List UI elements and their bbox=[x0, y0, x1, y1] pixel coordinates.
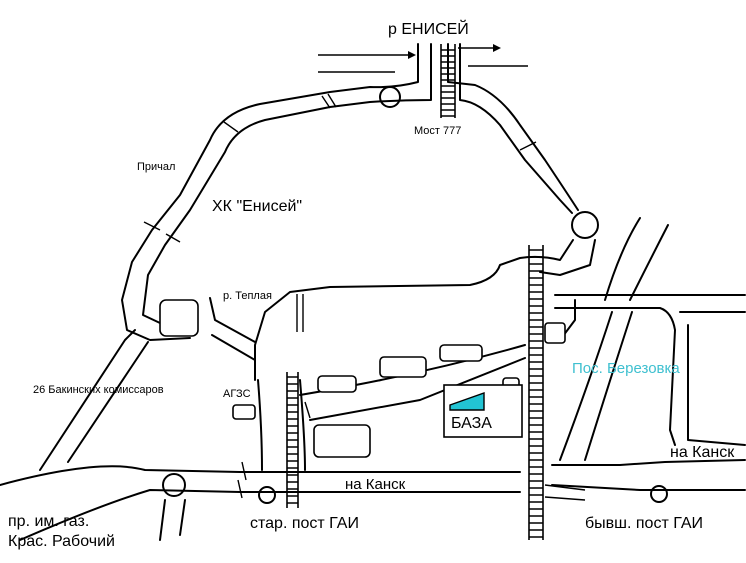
base-marker bbox=[443, 384, 523, 438]
river-label: р ЕНИСЕЙ bbox=[388, 21, 469, 38]
west-roads bbox=[39, 297, 256, 541]
buildings bbox=[232, 322, 566, 458]
railway-left bbox=[286, 372, 299, 508]
bridge-ticks bbox=[143, 93, 537, 243]
warm-river-label: р. Теплая bbox=[223, 290, 272, 302]
kansk-highway bbox=[0, 459, 746, 541]
street-label: 26 Бакинских комиссаров bbox=[33, 384, 164, 396]
old-post-label: стар. пост ГАИ bbox=[250, 515, 359, 532]
agzs-label: АГЗС bbox=[223, 388, 251, 400]
former-post-label: бывш. пост ГАИ bbox=[585, 515, 703, 532]
base-label: БАЗА bbox=[451, 415, 492, 432]
avenue-label: пр. им. газ. Крас. Рабочий bbox=[8, 513, 115, 550]
pier-label: Причал bbox=[137, 161, 176, 173]
east-roads bbox=[554, 217, 746, 461]
ring-road bbox=[121, 43, 599, 381]
to-kansk-right-label: на Канск bbox=[670, 444, 735, 461]
village-label: Пос. Березовка bbox=[572, 360, 680, 377]
bridge-777 bbox=[440, 44, 456, 118]
railway-main bbox=[528, 245, 544, 540]
bridge-label: Мост 777 bbox=[414, 125, 462, 137]
to-kansk-center-label: на Канск bbox=[345, 476, 406, 493]
river-arrows bbox=[318, 44, 528, 73]
complex-label: ХК "Енисей" bbox=[212, 198, 303, 215]
